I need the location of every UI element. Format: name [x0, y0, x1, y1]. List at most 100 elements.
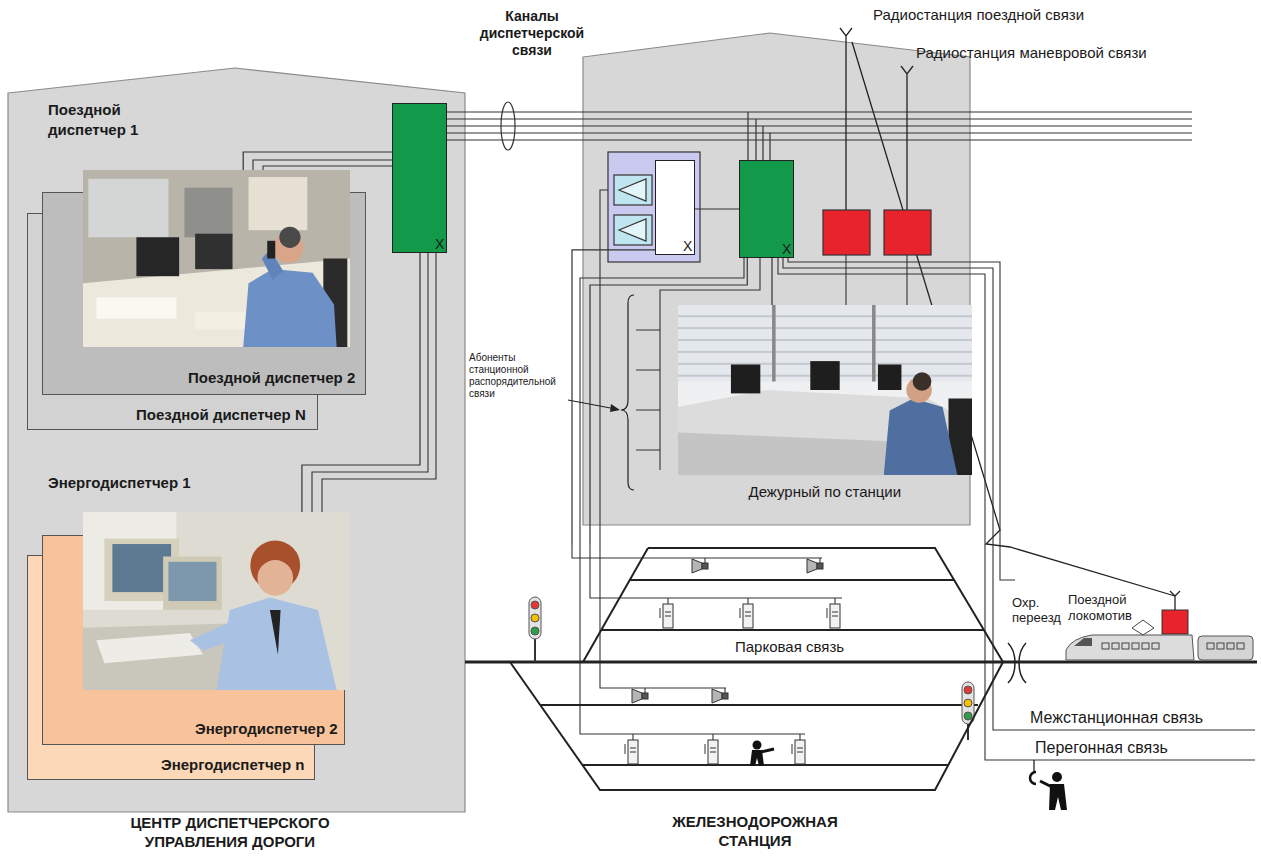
wire — [572, 545, 822, 558]
photo-detail — [96, 633, 203, 663]
crossing-label: Охр. переезд — [1012, 596, 1070, 626]
phone-column-symbol — [625, 604, 840, 764]
photo-detail — [678, 351, 972, 353]
loudspeaker-symbol — [807, 559, 817, 573]
node-label: Дежурный по станции — [749, 483, 902, 500]
locomotive-part — [1122, 643, 1129, 649]
loudspeaker-symbol — [722, 693, 728, 699]
railway-track — [540, 580, 984, 765]
locomotive: Поездной локомотив — [1062, 588, 1255, 670]
locomotive-part — [1132, 620, 1154, 635]
subscriber-note: Абоненты станционной распорядительной св… — [469, 352, 563, 400]
dispatch-channel-line — [447, 112, 1192, 160]
channel-label: Каналы диспетчерской связи — [470, 8, 594, 58]
loudspeaker-symbol — [692, 559, 702, 573]
photo-detail — [678, 315, 972, 317]
node-label: Энергодиспетчер 2 — [195, 720, 338, 737]
loudspeaker-symbol — [642, 693, 648, 699]
dispatcher-photo: Энергодиспетчер 1 — [83, 512, 350, 690]
photo-detail — [810, 361, 839, 390]
worker-figure — [753, 741, 762, 750]
railway-track — [465, 580, 1257, 765]
building-caption: ЦЕНТР ДИСПЕТЧЕРСКОГО УПРАВЛЕНИЯ ДОРОГИ — [90, 814, 370, 852]
photo-detail — [96, 297, 176, 318]
crossing-label: Охр. переезд — [1012, 596, 1070, 626]
duty-officer-photo: Дежурный по станции — [678, 305, 972, 475]
photo-detail — [217, 597, 337, 690]
traffic-light — [964, 699, 972, 707]
building-caption: ЦЕНТР ДИСПЕТЧЕРСКОГО УПРАВЛЕНИЯ ДОРОГИ — [90, 814, 370, 852]
level-crossing-symbol — [1008, 643, 1026, 683]
radio-label: Радиостанция поездной связи — [873, 6, 1084, 23]
node-label: Энергодиспетчер 1 — [48, 473, 248, 493]
connector-line — [447, 133, 770, 160]
loudspeaker-symbol — [632, 689, 642, 703]
phone-column-symbol — [660, 608, 671, 618]
locomotive-part — [1132, 643, 1139, 649]
photo-illustration — [83, 170, 350, 347]
bracket — [621, 295, 634, 490]
locomotive-part — [1162, 610, 1188, 634]
locomotive-part — [1074, 638, 1092, 646]
photo-detail — [678, 327, 972, 329]
photo-detail — [279, 227, 300, 248]
photo-detail — [249, 177, 308, 230]
link-label: Перегонная связь — [1035, 739, 1168, 757]
photo-detail — [267, 241, 275, 259]
photo-detail — [678, 390, 972, 475]
link-label: Перегонная связь — [1035, 739, 1168, 757]
photo-detail — [257, 560, 293, 596]
connector-line — [771, 258, 772, 305]
yard-outline — [505, 545, 1005, 795]
traffic-light — [531, 627, 539, 635]
locomotive-part — [1152, 643, 1159, 649]
locomotive-part — [1227, 643, 1234, 649]
connector-line — [243, 152, 392, 170]
amplifier-unit — [614, 215, 652, 245]
photo-detail — [112, 544, 171, 592]
node-label: X — [435, 236, 444, 252]
photo-detail — [884, 399, 958, 476]
building-outline — [8, 68, 465, 812]
locomotive-part — [1142, 643, 1149, 649]
connector-line — [572, 250, 655, 545]
link-label: Межстанционная связь — [1030, 709, 1203, 727]
phone-column-symbol — [827, 608, 838, 618]
link-label: Парковая связь — [735, 638, 844, 655]
trackside-phone-figure — [1040, 781, 1052, 787]
radio-station-box — [884, 210, 931, 255]
node-label: Поездной локомотив — [1068, 592, 1152, 623]
photo-detail — [913, 372, 932, 391]
trackside-phone-figure — [1030, 772, 1036, 784]
photo-illustration — [678, 305, 972, 475]
trackside-phone-figure — [1030, 760, 1067, 810]
photo-detail — [136, 237, 179, 276]
phone-column-symbol — [625, 744, 636, 754]
dispatcher-photo: Поездной диспетчер 1 — [83, 170, 350, 347]
photo-detail — [83, 512, 350, 690]
switch-box: X — [655, 160, 695, 255]
photo-detail — [184, 188, 232, 238]
photo-detail — [190, 622, 243, 650]
traffic-light — [964, 712, 972, 720]
yard-outline — [510, 548, 1003, 790]
loudspeaker-symbol — [702, 563, 708, 569]
phone-column-symbol — [792, 744, 803, 754]
amplifier-unit — [619, 179, 646, 201]
locomotive-part — [1217, 643, 1224, 649]
traffic-light — [962, 682, 974, 724]
locomotive-part — [1170, 591, 1180, 610]
node-label: Энергодиспетчер n — [161, 756, 304, 773]
node-label: Поездной диспетчер N — [136, 406, 306, 423]
amplifier-unit — [614, 175, 652, 205]
radio-label: Радиостанция маневровой связи — [916, 44, 1147, 61]
photo-detail — [772, 305, 776, 382]
photo-detail — [195, 234, 232, 269]
amplifier-unit — [619, 219, 646, 241]
locomotive-part — [1102, 643, 1109, 649]
photo-detail — [83, 259, 350, 348]
switch-box: X — [739, 160, 794, 258]
traffic-light — [531, 614, 539, 622]
photo-detail — [678, 305, 972, 475]
photo-detail — [243, 269, 336, 347]
